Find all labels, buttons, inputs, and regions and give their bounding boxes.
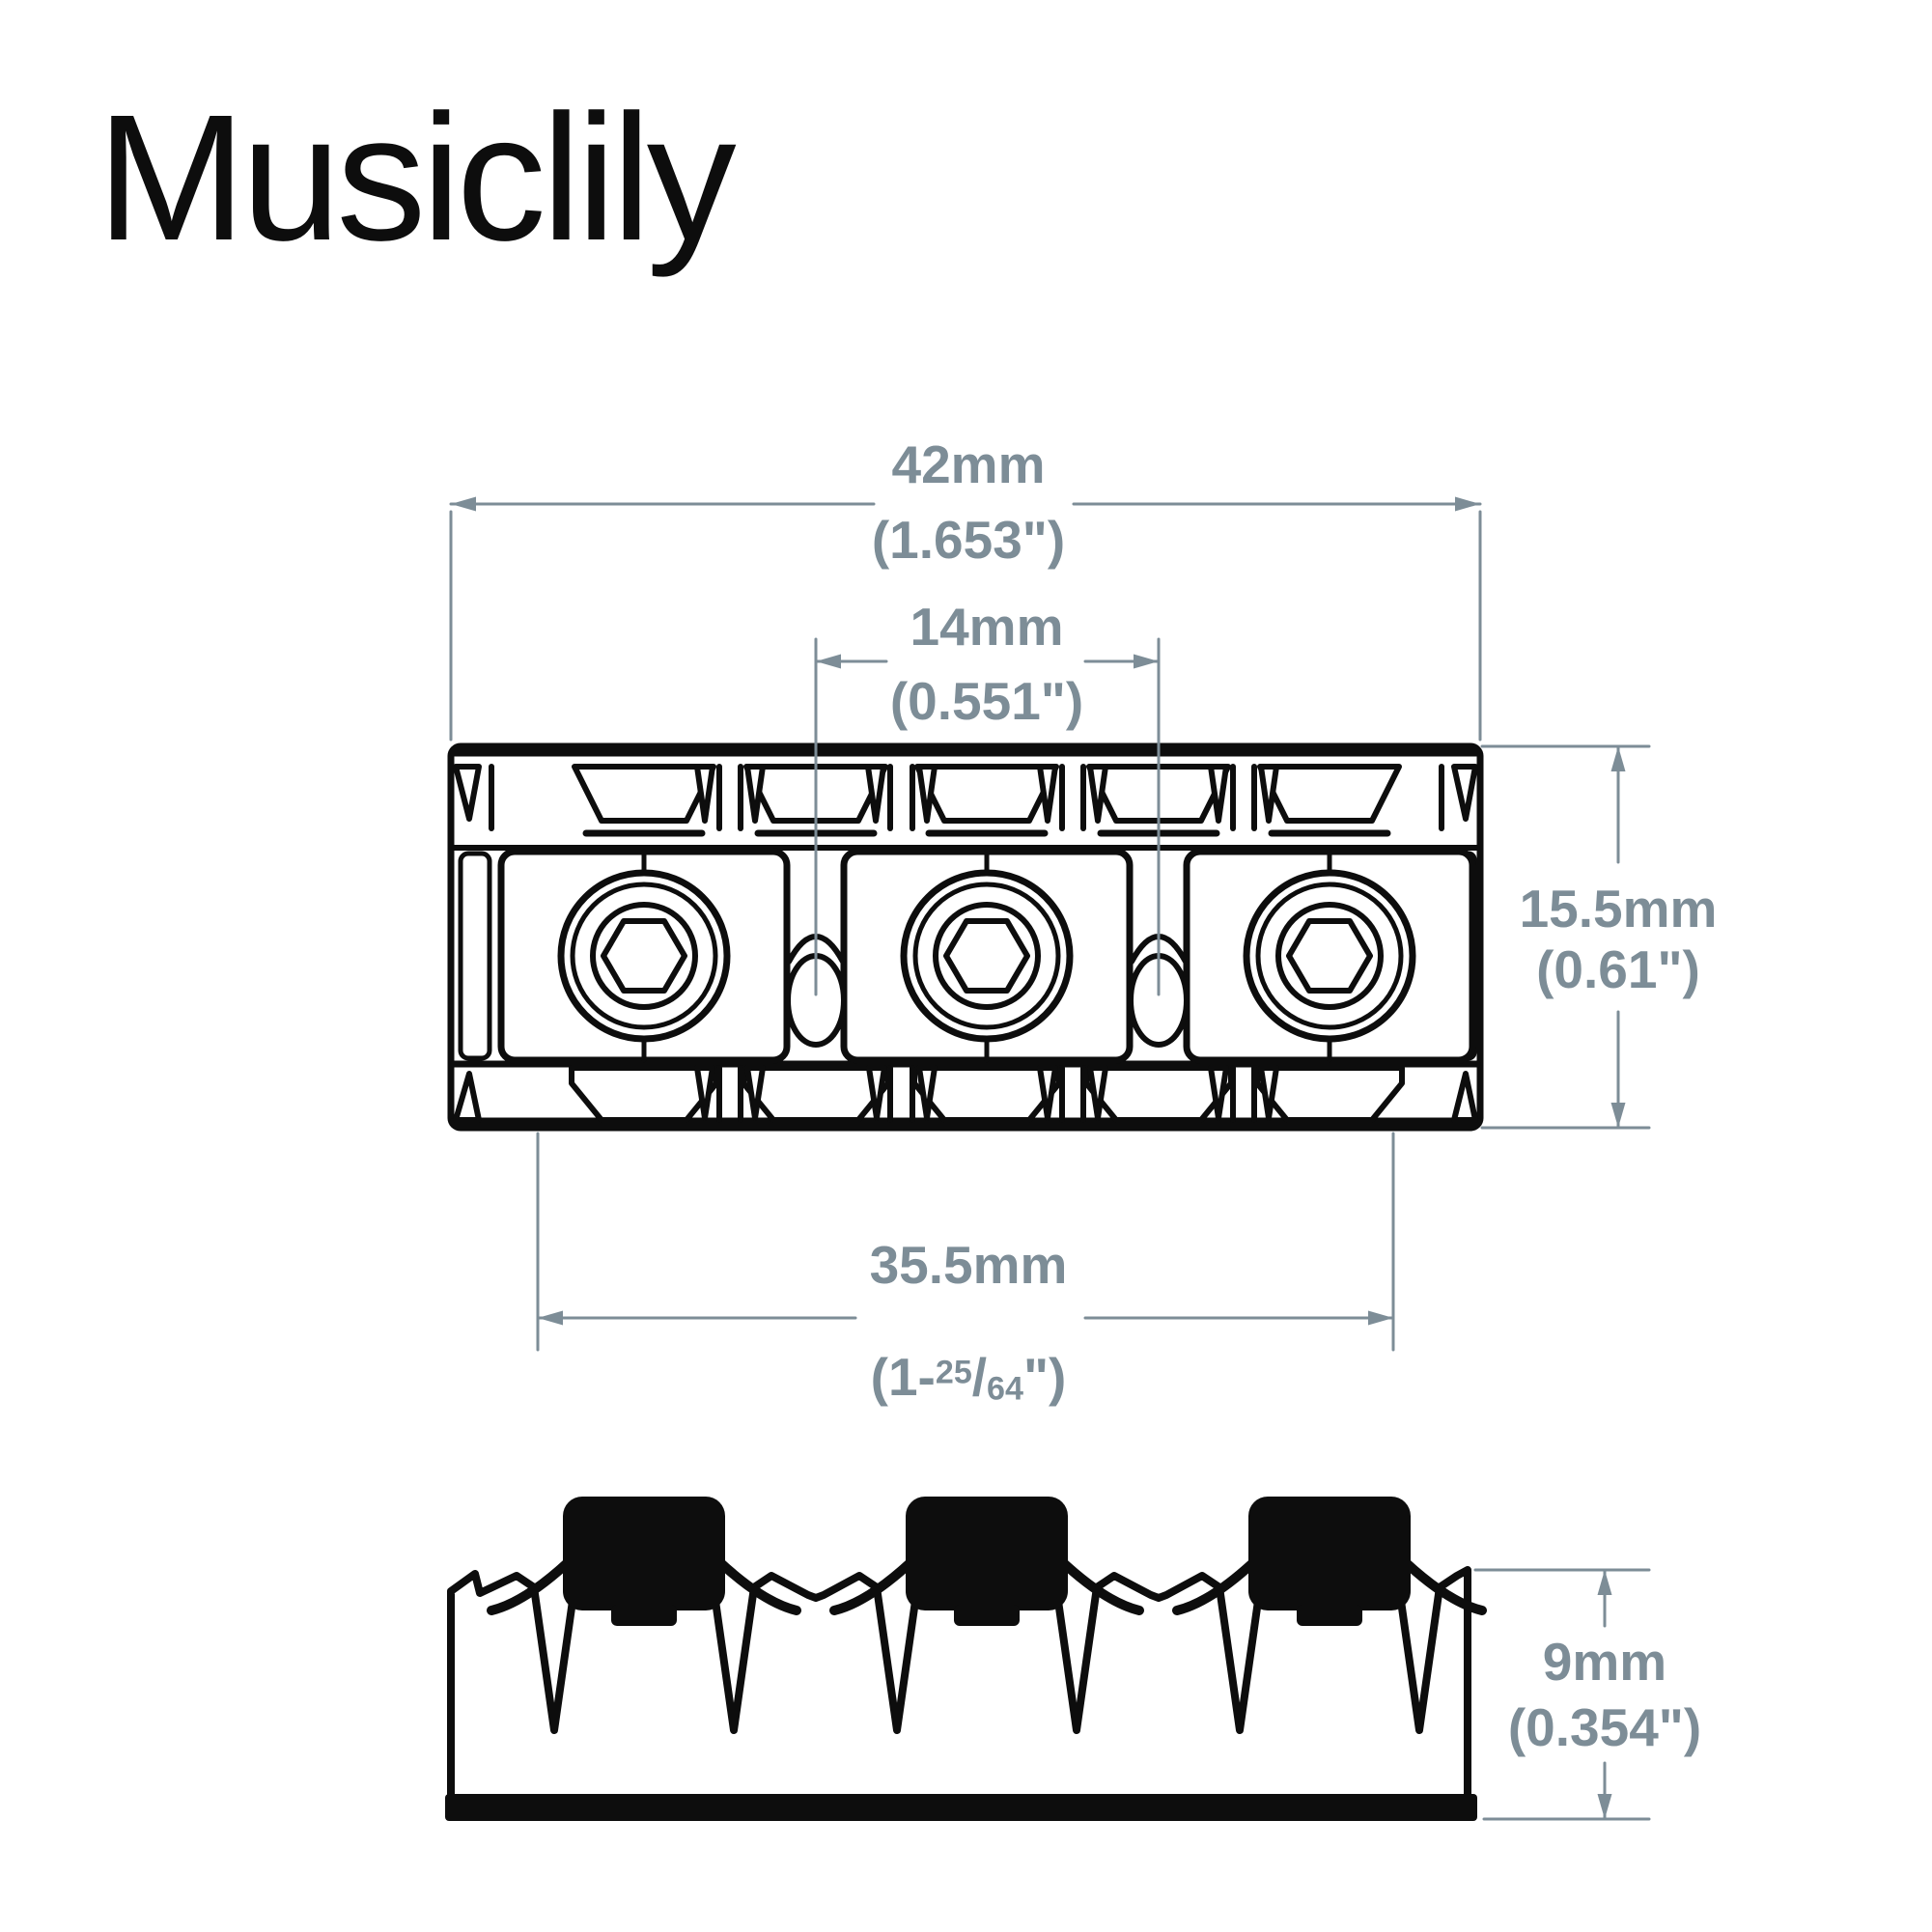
hex-socket-icon — [1286, 918, 1373, 994]
hex-socket-icon — [943, 918, 1030, 994]
dimension-lines — [449, 496, 1651, 1821]
dim-mount-mm-label: 35.5mm — [869, 1234, 1068, 1295]
dim-spacing-mm-label: 14mm — [910, 596, 1064, 657]
hex-screw-1 — [557, 869, 731, 1043]
dim-mount-inch-label: (1-25/64") — [870, 1347, 1067, 1408]
side-screw-heads — [445, 1497, 1477, 1821]
dimension-35-5mm — [536, 1132, 1395, 1352]
top-bevel-band — [453, 764, 1478, 837]
dim-height-mm-label: 9mm — [1542, 1631, 1667, 1692]
dimension-42mm — [449, 496, 1482, 742]
dim-width-inch-label: (1.653") — [871, 509, 1066, 570]
dimension-9mm — [1473, 1568, 1651, 1821]
dim-height-inch-label: (0.354") — [1507, 1696, 1702, 1757]
top-view-drawing — [447, 742, 1484, 1132]
page-title: Musiclily — [97, 78, 737, 278]
dim-spacing-inch-label: (0.551") — [889, 670, 1084, 731]
side-body-base-bar — [445, 1794, 1477, 1821]
hex-screw-2 — [900, 869, 1074, 1043]
bottom-bevel-band — [453, 1065, 1478, 1123]
clamp-blocks — [458, 848, 1477, 1064]
dimension-14mm — [814, 637, 1161, 996]
dimension-15-5mm — [1480, 744, 1651, 1130]
hex-socket-icon — [601, 918, 687, 994]
dim-depth-mm-label: 15.5mm — [1519, 878, 1718, 938]
dim-depth-inch-label: (0.61") — [1536, 938, 1700, 999]
hex-screw-3 — [1243, 869, 1416, 1043]
left-end-panel — [458, 851, 492, 1061]
side-view-drawing — [445, 1497, 1487, 1821]
dim-width-mm-label: 42mm — [891, 434, 1046, 494]
